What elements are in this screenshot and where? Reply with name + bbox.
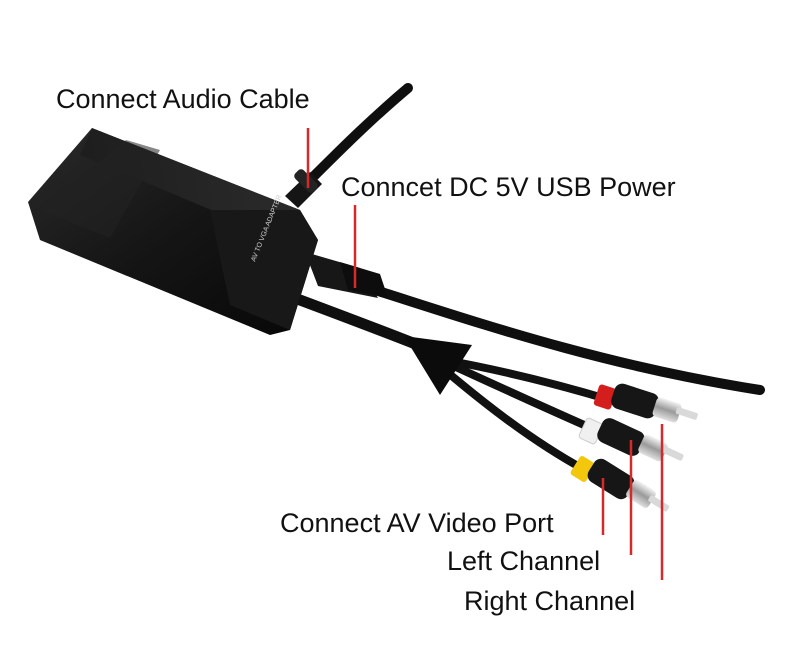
audio-cable-label: Connect Audio Cable (56, 84, 310, 114)
cables (294, 83, 765, 474)
usb-power-cable (370, 285, 765, 395)
av-branch-white (443, 358, 602, 436)
rca-plug-white (578, 417, 684, 462)
rca-plug-red (593, 383, 698, 423)
left-channel-label: Left Channel (447, 546, 601, 576)
audio-cable (297, 83, 413, 193)
cable-splitter (404, 336, 472, 395)
av-main-cable (294, 294, 424, 351)
pointer-lines (306, 128, 664, 580)
av-branch-red (444, 356, 612, 404)
audio-plug (285, 169, 322, 208)
av-branch-yellow (437, 362, 587, 474)
usb-power-label: Conncet DC 5V USB Power (341, 172, 676, 202)
rca-plug-yellow (570, 456, 670, 512)
power-plug (305, 252, 388, 298)
av-video-port-label: Connect AV Video Port (280, 508, 554, 538)
adapter-body: AV TO VGA ADAPTER (28, 128, 318, 335)
right-channel-label: Right Channel (464, 586, 636, 616)
